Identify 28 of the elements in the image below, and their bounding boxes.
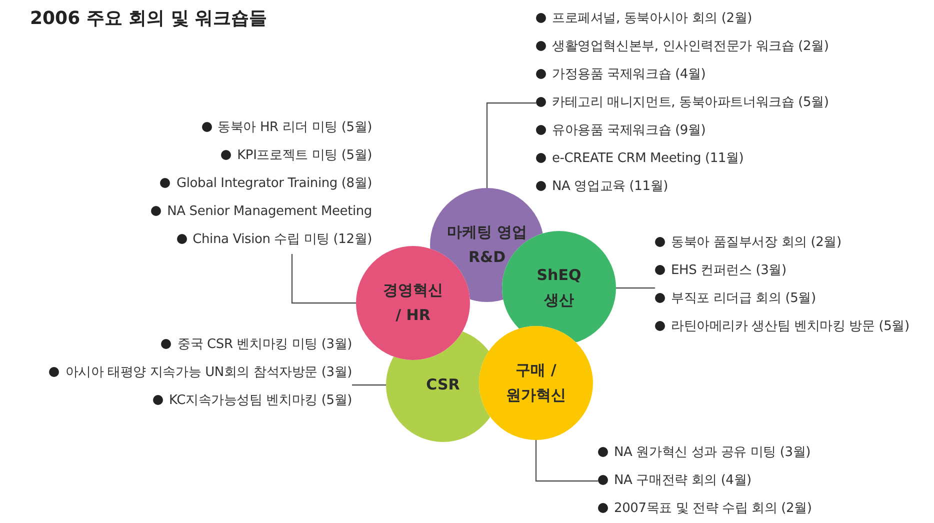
connector-line <box>291 254 356 304</box>
list-item: 생활영업혁신본부, 인사인력전문가 워크숍 (2월) <box>536 33 829 61</box>
title: 2006 주요 회의 및 워크숍들 <box>30 7 268 30</box>
list-item: 라틴아메리카 생산팀 벤치마킹 방문 (5월) <box>655 313 910 341</box>
list-item: 동북아 품질부서장 회의 (2월) <box>655 229 910 257</box>
list-item: NA 원가혁신 성과 공유 미팅 (3월) <box>598 439 812 467</box>
list-item: 카테고리 매니지먼트, 동북아파트너워크숍 (5월) <box>536 89 829 117</box>
list-item: e-CREATE CRM Meeting (11월) <box>536 145 829 173</box>
list-item: 유아용품 국제워크숍 (9월) <box>536 117 829 145</box>
list-item: 2007목표 및 전략 수립 회의 (2월) <box>598 495 812 523</box>
connector-line <box>352 384 386 386</box>
list-item: NA 구매전략 회의 (4월) <box>598 467 812 495</box>
list-item: 부직포 리더급 회의 (5월) <box>655 285 910 313</box>
list-item: NA Senior Management Meeting <box>151 198 372 226</box>
list-item: EHS 컨퍼런스 (3월) <box>655 257 910 285</box>
connector-line <box>616 287 655 289</box>
list-item: 중국 CSR 벤치마킹 미팅 (3월) <box>49 331 352 359</box>
connector-line <box>535 440 598 482</box>
list-item: KPI프로젝트 미팅 (5월) <box>151 142 372 170</box>
list-item: KC지속가능성팀 벤치마킹 (5월) <box>49 387 352 415</box>
category-circle: 구매 / 원가혁신 <box>479 326 593 440</box>
list-item: Global Integrator Training (8월) <box>151 170 372 198</box>
list-item: 가정용품 국제워크숍 (4월) <box>536 61 829 89</box>
category-circle: 경영혁신 / HR <box>356 246 470 360</box>
list-item: 프로페셔널, 동북아시아 회의 (2월) <box>536 5 829 33</box>
list-item: 아시아 태평양 지속가능 UN회의 참석자방문 (3월) <box>49 359 352 387</box>
list-item: 동북아 HR 리더 미팅 (5월) <box>151 114 372 142</box>
connector-line <box>486 102 536 188</box>
